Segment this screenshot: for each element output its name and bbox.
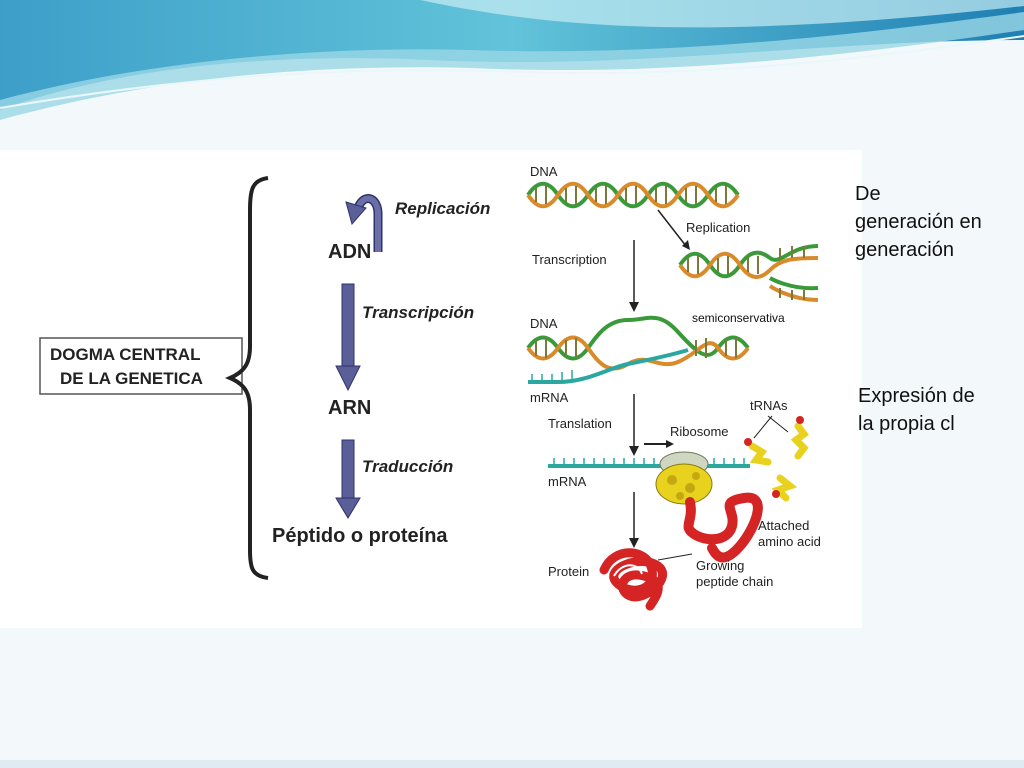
adn-label: ADN [328,241,371,263]
note1-line3: generación [855,239,954,261]
title-box-line2: DE LA GENETICA [60,369,203,388]
transcription-arrow [335,365,361,392]
trnas-label: tRNAs [750,398,788,413]
transcripcion-label: Transcripción [362,303,474,322]
molecular-illustration: DNA Replication Transcription DNA [526,164,821,611]
dna-mid-label: DNA [530,316,558,331]
replicacion-label: Replicación [395,199,490,218]
protein-folded [599,548,667,611]
traduccion-label: Traducción [362,457,453,476]
note2-line1: Expresión de [858,385,975,407]
note2-line2: la propia cl [858,413,955,435]
peptido-label: Péptido o proteína [272,525,448,547]
mrna-strand-mid [528,348,689,384]
note1-line1: De [855,183,881,205]
title-box-line1: DOGMA CENTRAL [50,345,200,364]
transcription-label: Transcription [532,252,607,267]
growing-peptide-chain [683,492,763,563]
replication-label: Replication [686,220,750,235]
note1-line2: generación en [855,211,982,233]
semiconservativa-label: semiconservativa [692,311,785,325]
translation-arrow [335,497,361,519]
content-panel: DOGMA CENTRAL DE LA GENETICA ADN Replica… [0,150,862,628]
ribosome-label: Ribosome [670,424,729,439]
dna-helix-top [526,181,740,209]
note-expresion: Expresión de la propia cl [858,382,1018,438]
replication-arrowhead [345,201,367,226]
attached-label-2: amino acid [758,534,821,549]
mrna-mid-label: mRNA [530,390,569,405]
note-de-generacion: De generación en generación [855,180,1015,264]
arn-label: ARN [328,397,371,419]
trna-molecules [744,416,809,502]
ribosome [655,451,713,505]
central-dogma-scheme: DOGMA CENTRAL DE LA GENETICA ADN Replica… [39,176,490,580]
mrna-bottom-label: mRNA [548,474,587,489]
dna-top-label: DNA [530,164,558,179]
growing-label-1: Growing [696,558,744,573]
title-box [39,337,243,395]
growing-label-2: peptide chain [696,574,773,589]
protein-label: Protein [548,564,589,579]
attached-label-1: Attached [758,518,809,533]
translation-label: Translation [548,416,612,431]
dna-replicated [678,244,819,302]
curly-brace [224,176,269,580]
